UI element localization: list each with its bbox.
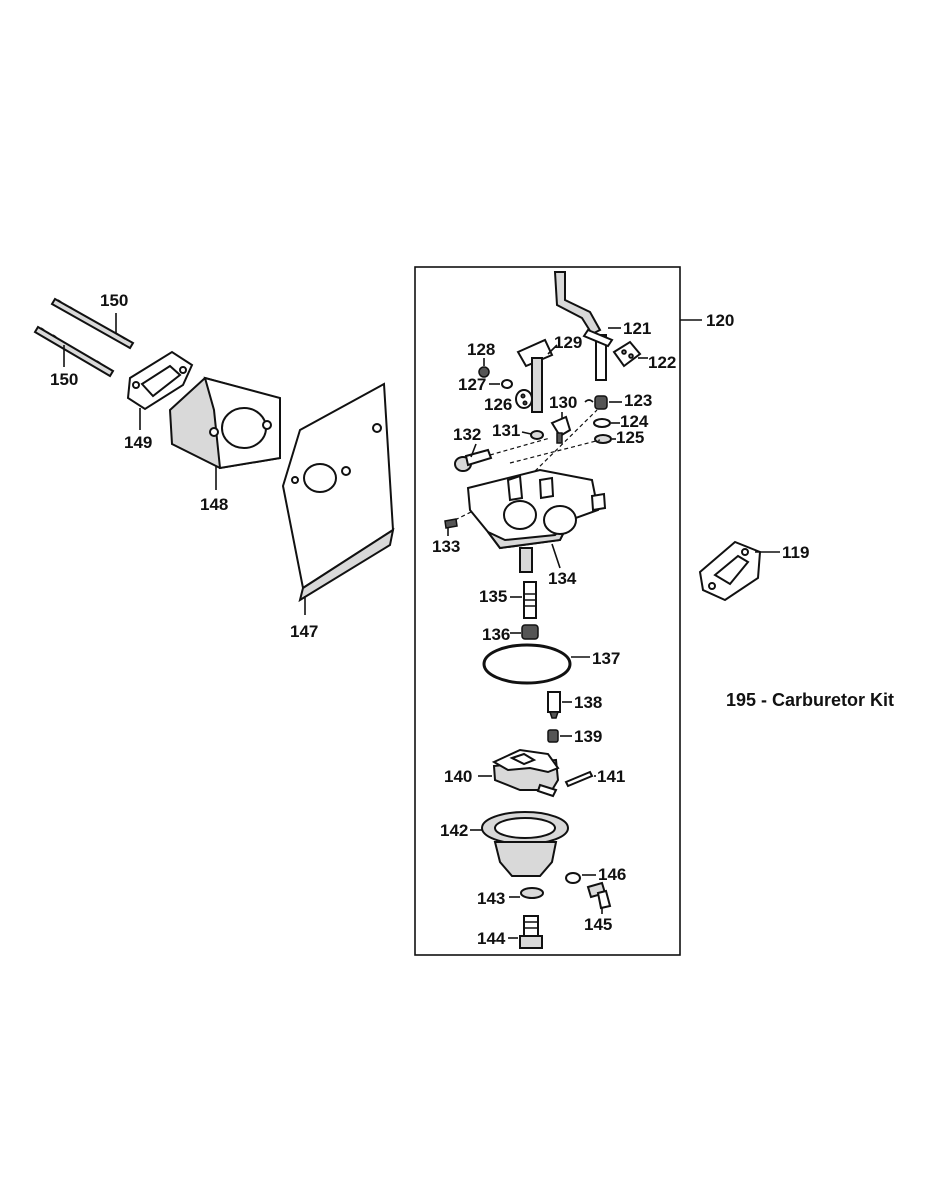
washer-131: [530, 430, 544, 440]
callout-150-lower: 150: [50, 370, 78, 389]
washer-125: [594, 434, 612, 444]
callout-127: 127: [458, 375, 486, 394]
callout-142: 142: [440, 821, 468, 840]
callout-144: 144: [477, 929, 506, 948]
screw-128: [478, 366, 490, 378]
carburetor-body-134: [466, 468, 607, 573]
float-bowl-142: [481, 811, 569, 877]
callout-125: 125: [616, 428, 644, 447]
callout-145: 145: [584, 915, 612, 934]
float-140: [491, 748, 560, 798]
throttle-plate-126: [515, 389, 533, 409]
callout-134: 134: [548, 569, 577, 588]
callout-147: 147: [290, 622, 318, 641]
assembly-frame: [414, 266, 681, 956]
callout-138: 138: [574, 693, 602, 712]
callout-120: 120: [706, 311, 734, 330]
callout-136: 136: [482, 625, 510, 644]
bowl-bolt-144: [519, 915, 543, 949]
callout-132: 132: [453, 425, 481, 444]
choke-plate-122: [612, 340, 642, 368]
callout-124: 124: [620, 412, 649, 431]
gasket-149: [126, 350, 194, 411]
spring-123: [584, 395, 608, 410]
gasket-119: [698, 540, 762, 602]
callout-139: 139: [574, 727, 602, 746]
callout-119: 119: [782, 543, 809, 562]
callout-130: 130: [549, 393, 577, 412]
callout-121: 121: [623, 319, 651, 338]
float-needle-130: [550, 415, 572, 444]
throttle-shaft-129: [516, 338, 554, 413]
heat-shield-147: [281, 382, 395, 603]
washer-143: [520, 887, 544, 899]
float-pin-141: [564, 770, 594, 788]
callout-150-upper: 150: [100, 291, 128, 310]
callout-123: 123: [624, 391, 652, 410]
choke-shaft-121: [553, 271, 614, 381]
callout-133: 133: [432, 537, 460, 556]
screw-133: [444, 518, 458, 529]
washer-127: [501, 379, 513, 389]
callout-126: 126: [484, 395, 512, 414]
callout-146: 146: [598, 865, 626, 884]
callout-128: 128: [467, 340, 495, 359]
callout-131: 131: [492, 421, 520, 440]
drain-screw-145: [586, 881, 612, 910]
nozzle-136: [521, 624, 539, 640]
clip-139: [547, 729, 559, 743]
o-ring-137: [482, 643, 572, 685]
stud-150-upper: [50, 297, 135, 350]
stud-150-lower: [33, 325, 115, 378]
washer-124: [593, 418, 611, 428]
idle-screw-132: [454, 448, 493, 472]
callout-143: 143: [477, 889, 505, 908]
carburetor-kit-label: 195 - Carburetor Kit: [726, 690, 894, 710]
callout-135: 135: [479, 587, 507, 606]
washer-146: [565, 872, 581, 884]
callout-148: 148: [200, 495, 228, 514]
callout-122: 122: [648, 353, 676, 372]
callout-141: 141: [597, 767, 625, 786]
spacer-148: [168, 376, 282, 470]
callout-140: 140: [444, 767, 472, 786]
callout-149: 149: [124, 433, 152, 452]
callout-137: 137: [592, 649, 620, 668]
callout-129: 129: [554, 333, 582, 352]
main-jet-135: [523, 581, 537, 619]
needle-valve-138: [547, 691, 561, 719]
